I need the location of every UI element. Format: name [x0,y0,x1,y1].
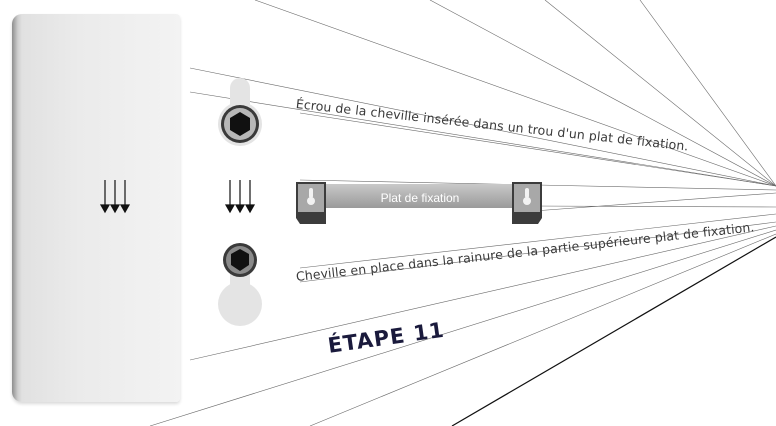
ray-line [519,192,776,213]
ray-line [531,205,776,208]
plate-label: Plat de fixation [380,191,460,205]
keyhole-slot-icon [218,243,262,326]
down-arrows-icon [224,180,256,214]
ray-line [189,67,776,187]
down-arrows-icon [99,180,131,214]
panel-icon [12,14,180,402]
hex-nut-icon [231,249,249,271]
keyhole-slot-icon [218,78,262,146]
ray-line [149,229,776,426]
ray-line [544,0,776,187]
ray-line [189,91,776,187]
ray-line [299,112,776,187]
ray-line [254,0,776,187]
ray-line [299,213,776,269]
ray-line [189,225,776,361]
keyhole-slot-icon [307,188,531,205]
ray-line-dark [451,236,776,426]
hex-nut-icon [230,112,250,136]
ray-line [429,0,776,187]
fixation-plate [296,182,542,224]
ray-line [639,0,776,187]
ray-line [309,233,776,426]
ray-line [299,221,776,283]
